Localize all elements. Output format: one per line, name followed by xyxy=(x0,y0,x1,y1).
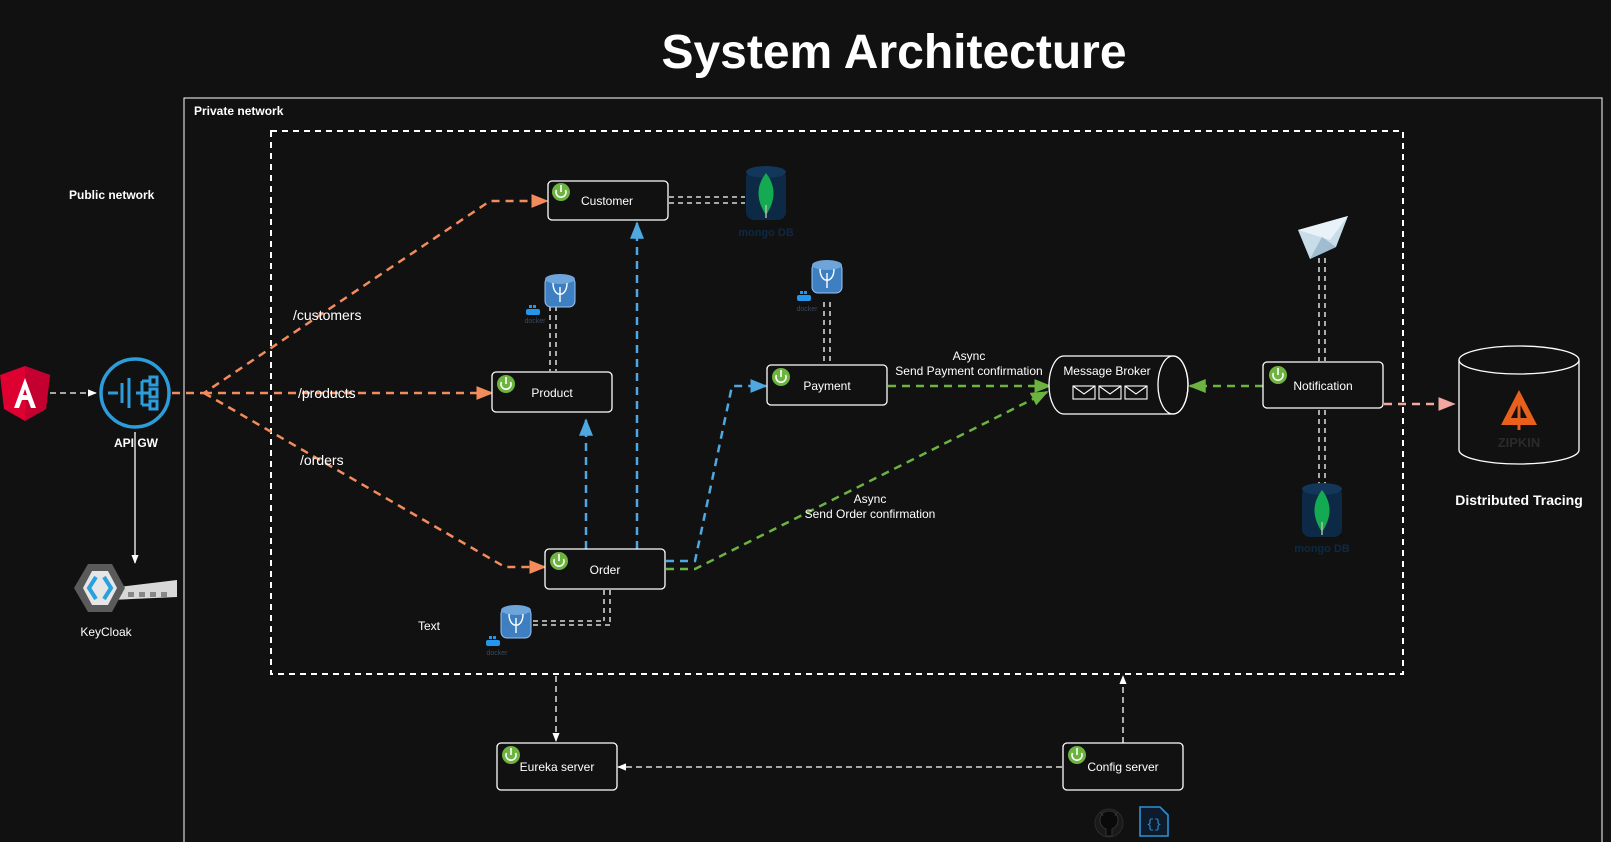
mongodb-icon xyxy=(746,166,786,220)
route-products-label: /products xyxy=(298,385,356,401)
zipkin-icon xyxy=(1501,390,1537,430)
async-order-label: Async xyxy=(854,492,887,506)
json-file-icon: {} xyxy=(1139,806,1169,837)
route-orders-arrow xyxy=(203,391,547,574)
async-payment-label: Async xyxy=(953,349,986,363)
docker-label: docker xyxy=(486,650,508,657)
postgres-docker-icon xyxy=(797,260,843,301)
db-links xyxy=(533,196,1326,626)
config-server-label: Config server xyxy=(1087,760,1158,774)
api-gateway-label: API GW xyxy=(114,436,159,450)
notification-service-label: Notification xyxy=(1293,379,1352,393)
customer-service[interactable]: Customer xyxy=(547,180,669,221)
postgres-docker-icon xyxy=(486,605,532,646)
spring-boot-icon xyxy=(497,375,515,393)
docker-label: docker xyxy=(796,306,818,313)
spring-boot-icon xyxy=(1068,746,1086,764)
order-to-broker-arrow xyxy=(666,390,1049,571)
page-title: System Architecture xyxy=(661,26,1126,79)
mail-icon xyxy=(1072,385,1148,400)
payment-service-label: Payment xyxy=(803,379,851,393)
public-network-label: Public network xyxy=(69,188,155,202)
async-payment-sublabel: Send Payment confirmation xyxy=(895,364,1042,378)
spring-boot-icon xyxy=(1269,366,1287,384)
payment-service[interactable]: Payment xyxy=(766,364,888,406)
spring-boot-icon xyxy=(772,368,790,386)
private-network-label: Private network xyxy=(194,104,284,118)
zipkin-logo-text: ZIPKIN xyxy=(1498,435,1541,450)
product-service-label: Product xyxy=(531,386,573,400)
mongodb-label: mongo DB xyxy=(1294,543,1350,555)
docker-label: docker xyxy=(524,318,546,325)
customer-service-label: Customer xyxy=(581,194,633,208)
github-icon xyxy=(1094,808,1124,838)
mail-icon xyxy=(1298,216,1348,259)
keycloak-icon xyxy=(74,564,177,612)
notification-service[interactable]: Notification xyxy=(1262,361,1384,409)
stray-text-label: Text xyxy=(418,619,441,633)
order-to-payment-arrow xyxy=(666,379,768,563)
eureka-server[interactable]: Eureka server xyxy=(496,742,618,791)
route-customers-arrow xyxy=(172,194,549,395)
route-customers-label: /customers xyxy=(293,307,361,323)
spring-boot-icon xyxy=(550,552,568,570)
message-broker-label: Message Broker xyxy=(1063,364,1150,378)
route-orders-label: /orders xyxy=(300,452,344,468)
keycloak-label: KeyCloak xyxy=(80,625,132,639)
api-gateway-icon xyxy=(99,357,171,429)
distributed-tracing-label: Distributed Tracing xyxy=(1455,492,1583,508)
spring-boot-icon xyxy=(502,746,520,764)
microservices-boundary xyxy=(270,130,1404,675)
angular-icon xyxy=(0,366,50,421)
zipkin-cylinder[interactable]: ZIPKIN xyxy=(1458,345,1580,465)
eureka-server-label: Eureka server xyxy=(520,760,595,774)
config-server[interactable]: Config server xyxy=(1062,742,1184,791)
order-service[interactable]: Order xyxy=(544,548,666,590)
message-broker[interactable]: Message Broker xyxy=(1048,355,1189,415)
spring-boot-icon xyxy=(552,183,570,201)
product-service[interactable]: Product xyxy=(491,371,613,413)
order-service-label: Order xyxy=(590,563,621,577)
svg-text:{}: {} xyxy=(1146,817,1162,832)
mongodb-label: mongo DB xyxy=(738,227,794,239)
mongodb-icon xyxy=(1302,483,1342,537)
async-order-sublabel: Send Order confirmation xyxy=(805,507,936,521)
postgres-docker-icon xyxy=(526,274,576,315)
private-network-zone xyxy=(183,97,1603,842)
